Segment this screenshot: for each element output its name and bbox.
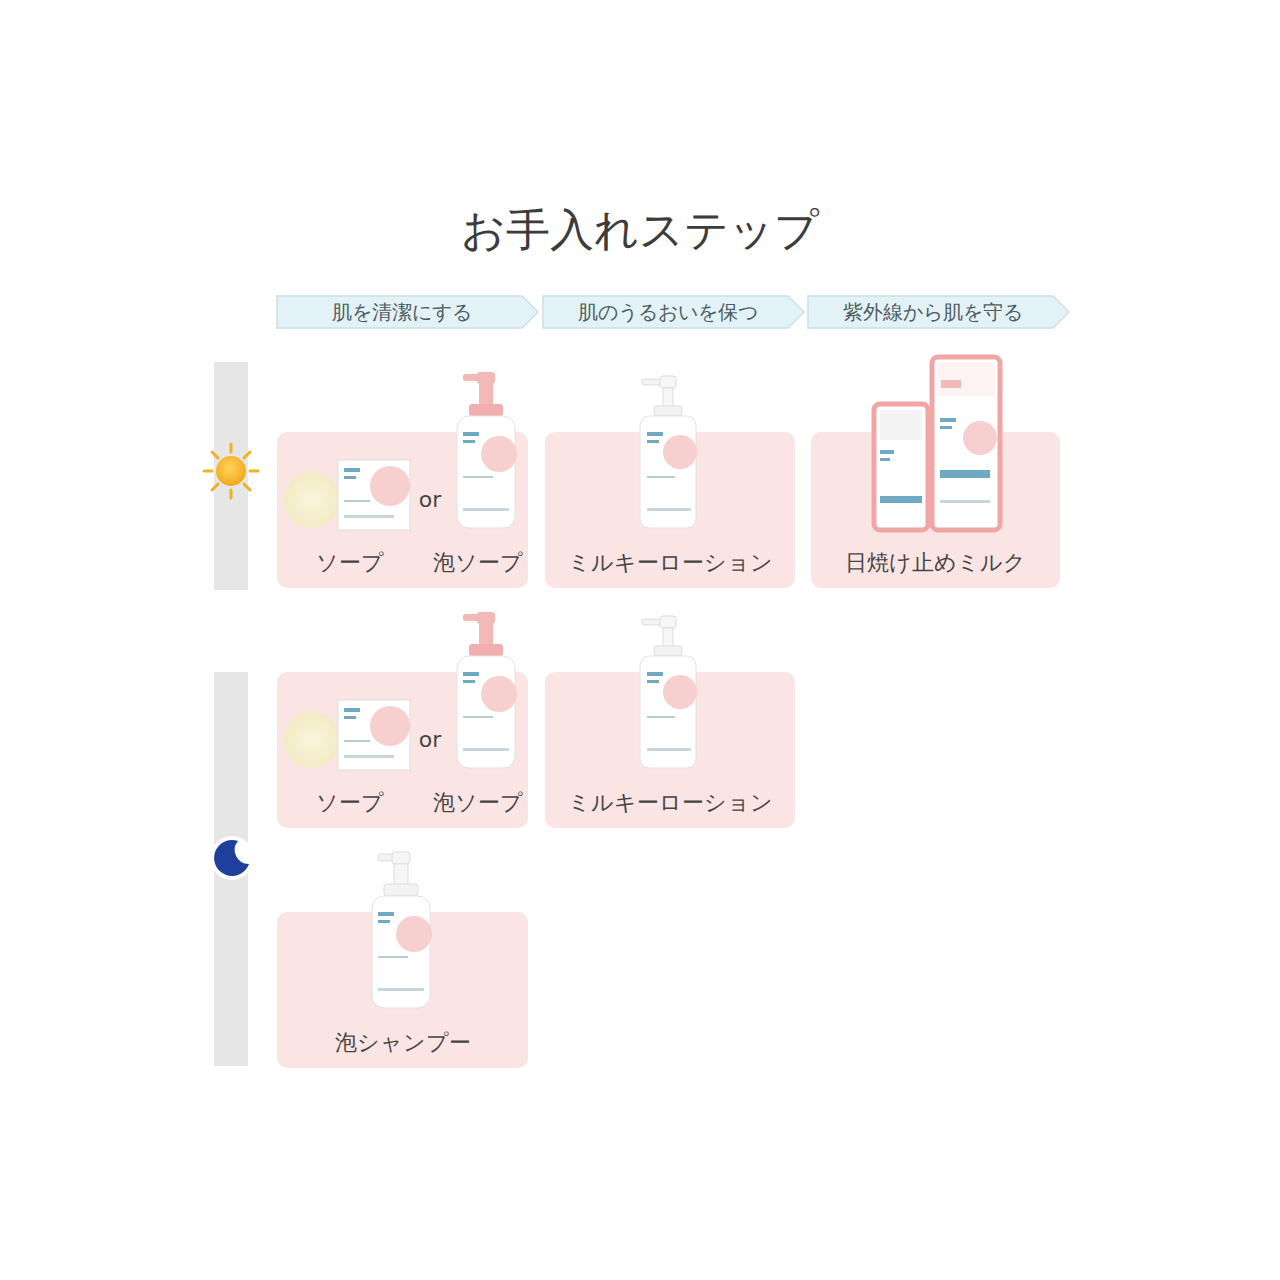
product-box: 泡シャンプー <box>277 912 528 1068</box>
product-box: 日焼け止めミルク <box>811 432 1060 588</box>
product-label: or <box>419 727 442 753</box>
moon-icon <box>210 836 254 880</box>
product-box: ソープ or 泡ソープ <box>277 432 528 588</box>
step-chevron: 肌のうるおいを保つ <box>543 296 804 328</box>
night-bar <box>214 672 248 1066</box>
shampoo-bottle <box>372 852 432 1008</box>
product-box: ミルキーローション <box>545 432 795 588</box>
step-chevron: 肌を清潔にする <box>277 296 538 328</box>
step-label: 肌を清潔にする <box>332 300 472 324</box>
step-chevron: 紫外線から肌を守る <box>808 296 1069 328</box>
product-label: ミルキーローション <box>568 550 773 576</box>
product-label: ソープ <box>316 790 384 816</box>
sunscreen-product <box>874 357 1000 530</box>
step-label: 肌のうるおいを保つ <box>578 300 758 324</box>
diagram-title: お手入れステップ <box>0 204 1280 257</box>
chevron-outline <box>543 296 804 328</box>
soap-product <box>284 460 410 530</box>
product-label: 泡シャンプー <box>335 1030 471 1056</box>
soap-product <box>284 700 410 770</box>
chevron-outline <box>277 296 538 328</box>
day-bar <box>214 362 248 590</box>
lotion-bottle <box>640 616 697 768</box>
product-label: ソープ <box>316 550 384 576</box>
product-label: or <box>419 487 442 513</box>
product-box: ソープ or 泡ソープ <box>277 672 528 828</box>
lotion-bottle <box>640 376 697 528</box>
product-label: ミルキーローション <box>568 790 773 816</box>
product-label: 日焼け止めミルク <box>845 550 1026 576</box>
step-label: 紫外線から肌を守る <box>843 300 1023 324</box>
chevron-outline <box>808 296 1069 328</box>
foam-bottle <box>457 612 517 768</box>
foam-bottle <box>457 372 517 528</box>
sun-icon <box>204 444 258 498</box>
product-label: 泡ソープ <box>433 790 523 816</box>
product-label: 泡ソープ <box>433 550 523 576</box>
product-box: ミルキーローション <box>545 672 795 828</box>
